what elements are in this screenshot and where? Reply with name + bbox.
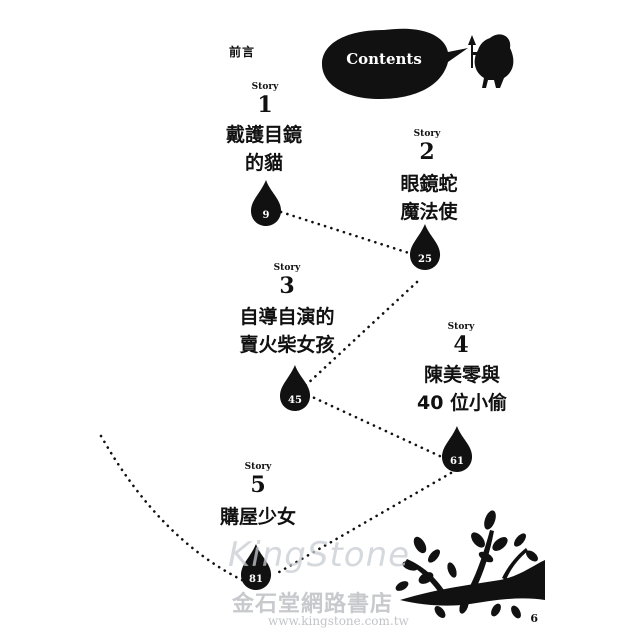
story-title-line: 賣火柴女孩 (239, 334, 335, 356)
dotted-path (99, 210, 453, 583)
tree-branch-icon (395, 510, 545, 619)
story-page-number: 61 (450, 456, 464, 467)
story-page-number: 45 (288, 395, 302, 406)
story-page-number: 81 (249, 574, 263, 585)
story-title-line: 購屋少女 (219, 506, 296, 528)
story-number: 2 (419, 139, 435, 165)
story-title-line: 40 位小偷 (416, 392, 508, 414)
story-title-5: 購屋少女 (208, 503, 308, 531)
flame-icon[interactable]: 45 (280, 365, 311, 411)
story-title-line: 自導自演的 (239, 306, 335, 328)
page-number: 6 (530, 612, 538, 625)
story-page-number: 9 (263, 210, 270, 221)
flame-icon[interactable]: 81 (241, 544, 272, 590)
story-number: 4 (453, 332, 469, 358)
speech-bubble-icon (322, 28, 468, 99)
story-title-line: 的貓 (244, 152, 283, 174)
story-title-line: 陳美零與 (423, 364, 500, 386)
story-entry-4[interactable]: Story 4 (431, 322, 491, 358)
flame-icon[interactable]: 9 (251, 180, 282, 226)
story-title-3: 自導自演的 賣火柴女孩 (227, 303, 347, 359)
preface-link[interactable]: 前言 (229, 45, 256, 59)
story-entry-3[interactable]: Story 3 (257, 263, 317, 299)
flame-icon[interactable]: 61 (442, 426, 473, 472)
story-title-4: 陳美零與 40 位小偷 (407, 361, 517, 417)
story-number: 3 (279, 273, 295, 299)
watermark-chinese: 金石堂網路書店 (232, 591, 394, 617)
watermark-brand: KingStone (228, 535, 411, 575)
story-label: Story (413, 129, 441, 139)
story-entry-2[interactable]: Story 2 (397, 129, 457, 165)
story-title-line: 眼鏡蛇 (400, 173, 458, 195)
contents-title: Contents (346, 50, 422, 68)
story-label: Story (273, 263, 301, 273)
story-label: Story (244, 462, 272, 472)
flame-icon[interactable]: 25 (410, 224, 441, 270)
story-label: Story (251, 82, 279, 92)
witch-silhouette-icon (468, 34, 514, 88)
story-title-1: 戴護目鏡 的貓 (214, 121, 314, 177)
story-number: 5 (250, 472, 266, 498)
watermark-url: www.kingstone.com.tw (268, 614, 409, 628)
story-title-2: 眼鏡蛇 魔法使 (379, 170, 479, 226)
story-number: 1 (257, 92, 273, 118)
story-page-number: 25 (418, 254, 432, 265)
story-title-line: 魔法使 (400, 201, 458, 223)
story-title-line: 戴護目鏡 (225, 124, 302, 146)
story-label: Story (447, 322, 475, 332)
story-entry-5[interactable]: Story 5 (228, 462, 288, 498)
story-entry-1[interactable]: Story 1 (235, 82, 295, 118)
